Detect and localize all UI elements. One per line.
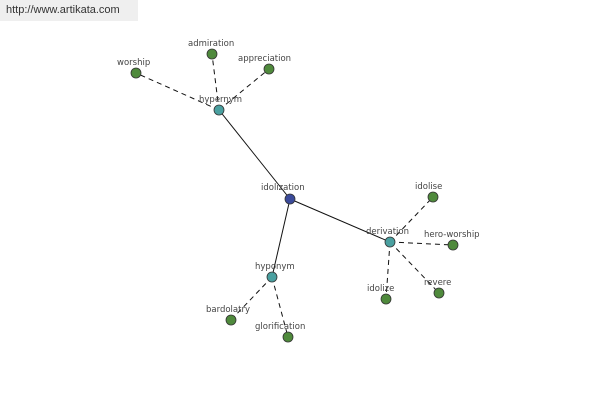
node-derivation[interactable]: derivation: [366, 227, 409, 248]
node-idolization[interactable]: idolization: [261, 183, 305, 205]
node-hero-worship-dot[interactable]: [447, 239, 459, 251]
node-worship-dot[interactable]: [130, 67, 142, 79]
edge-hyponym-bardolatry: [230, 276, 273, 321]
node-bardolatry-label: bardolatry: [206, 305, 250, 315]
node-hypernym[interactable]: hypernym: [199, 95, 242, 116]
node-admiration[interactable]: admiration: [188, 39, 234, 60]
node-hyponym-label: hyponym: [255, 262, 295, 272]
node-glorification-label: glorification: [255, 322, 305, 332]
node-glorification[interactable]: glorification: [255, 322, 305, 343]
edge-hypernym-appreciation: [218, 68, 270, 111]
node-glorification-dot[interactable]: [282, 331, 294, 343]
node-revere[interactable]: revere: [424, 278, 451, 299]
node-hero-worship[interactable]: hero-worship: [424, 230, 480, 251]
node-appreciation-dot[interactable]: [263, 63, 275, 75]
node-idolize-label: idolize: [367, 284, 394, 294]
edge-derivation-hero-worship: [389, 241, 454, 246]
node-hyponym[interactable]: hyponym: [255, 262, 295, 283]
edge-hypernym-admiration: [211, 53, 220, 111]
node-hero-worship-label: hero-worship: [424, 230, 480, 240]
node-idolize[interactable]: idolize: [367, 284, 394, 305]
edge-idolization-hyponym: [271, 198, 291, 278]
edges-layer: [135, 53, 454, 338]
edge-hypernym-worship: [135, 72, 220, 111]
node-revere-label: revere: [424, 278, 451, 288]
node-idolize-dot[interactable]: [380, 293, 392, 305]
node-appreciation[interactable]: appreciation: [238, 54, 291, 75]
edge-derivation-idolize: [385, 241, 391, 300]
edge-hyponym-glorification: [271, 276, 289, 338]
node-idolization-dot[interactable]: [284, 193, 296, 205]
node-worship-label: worship: [117, 58, 150, 68]
node-hypernym-label: hypernym: [199, 95, 242, 105]
edge-idolization-hypernym: [218, 109, 291, 200]
node-idolization-label: idolization: [261, 183, 305, 193]
edge-derivation-revere: [389, 241, 440, 294]
node-revere-dot[interactable]: [433, 287, 445, 299]
edge-derivation-idolise: [389, 196, 434, 243]
node-bardolatry-dot[interactable]: [225, 314, 237, 326]
node-derivation-label: derivation: [366, 227, 409, 237]
node-admiration-label: admiration: [188, 39, 234, 49]
edge-idolization-derivation: [289, 198, 391, 243]
source-url-text: http://www.artikata.com: [6, 4, 120, 16]
node-hypernym-dot[interactable]: [213, 104, 225, 116]
node-derivation-dot[interactable]: [384, 236, 396, 248]
node-idolise[interactable]: idolise: [415, 182, 442, 203]
node-idolise-dot[interactable]: [427, 191, 439, 203]
node-appreciation-label: appreciation: [238, 54, 291, 64]
node-idolise-label: idolise: [415, 182, 442, 192]
nodes-layer: idolization hypernym derivation hyponym wors…: [117, 39, 480, 343]
node-admiration-dot[interactable]: [206, 48, 218, 60]
source-url-banner: http://www.artikata.com: [0, 0, 138, 21]
node-worship[interactable]: worship: [117, 58, 150, 79]
node-bardolatry[interactable]: bardolatry: [206, 305, 250, 326]
node-hyponym-dot[interactable]: [266, 271, 278, 283]
